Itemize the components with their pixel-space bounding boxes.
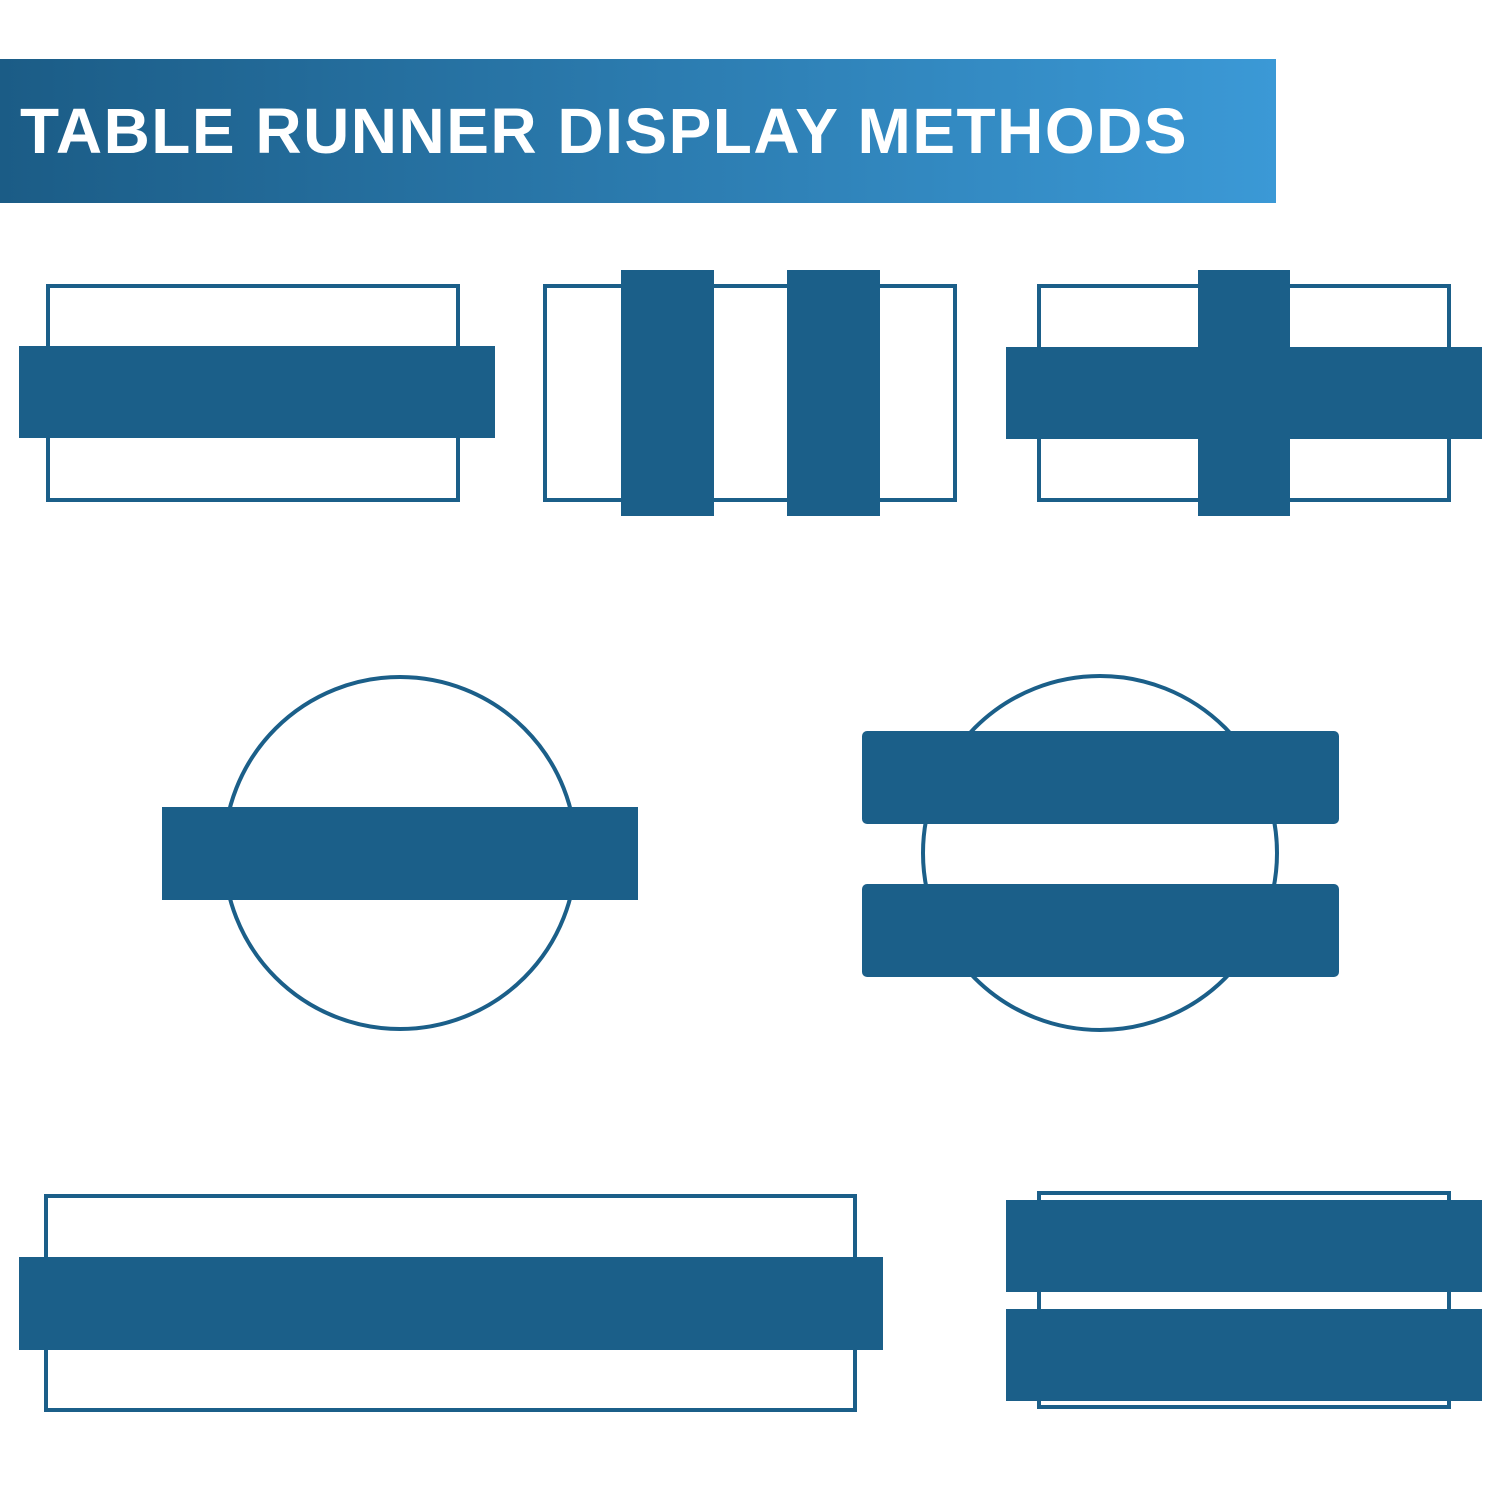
method-round-two-runners <box>862 674 1339 1032</box>
method-round-single-runner <box>162 675 638 1031</box>
rectangular-table-outline <box>543 284 957 502</box>
page-title: TABLE RUNNER DISPLAY METHODS <box>20 95 1189 167</box>
table-runner <box>862 884 1339 977</box>
table-runner <box>162 807 638 900</box>
method-long-rect-single-runner <box>19 1194 883 1412</box>
method-rect-two-cross-runners <box>543 270 957 516</box>
title-banner: TABLE RUNNER DISPLAY METHODS <box>0 59 1276 203</box>
method-rect-cross-runners <box>1006 270 1482 516</box>
table-runner <box>621 270 714 516</box>
method-rect-two-parallel-runners <box>1006 1191 1482 1409</box>
table-runner <box>1198 270 1290 516</box>
table-runner <box>787 270 880 516</box>
method-rect-single-runner <box>19 284 495 502</box>
table-runner <box>19 346 495 438</box>
table-runner <box>19 1257 883 1350</box>
table-runner <box>1006 1309 1482 1401</box>
table-runner <box>862 731 1339 824</box>
table-runner <box>1006 1200 1482 1292</box>
